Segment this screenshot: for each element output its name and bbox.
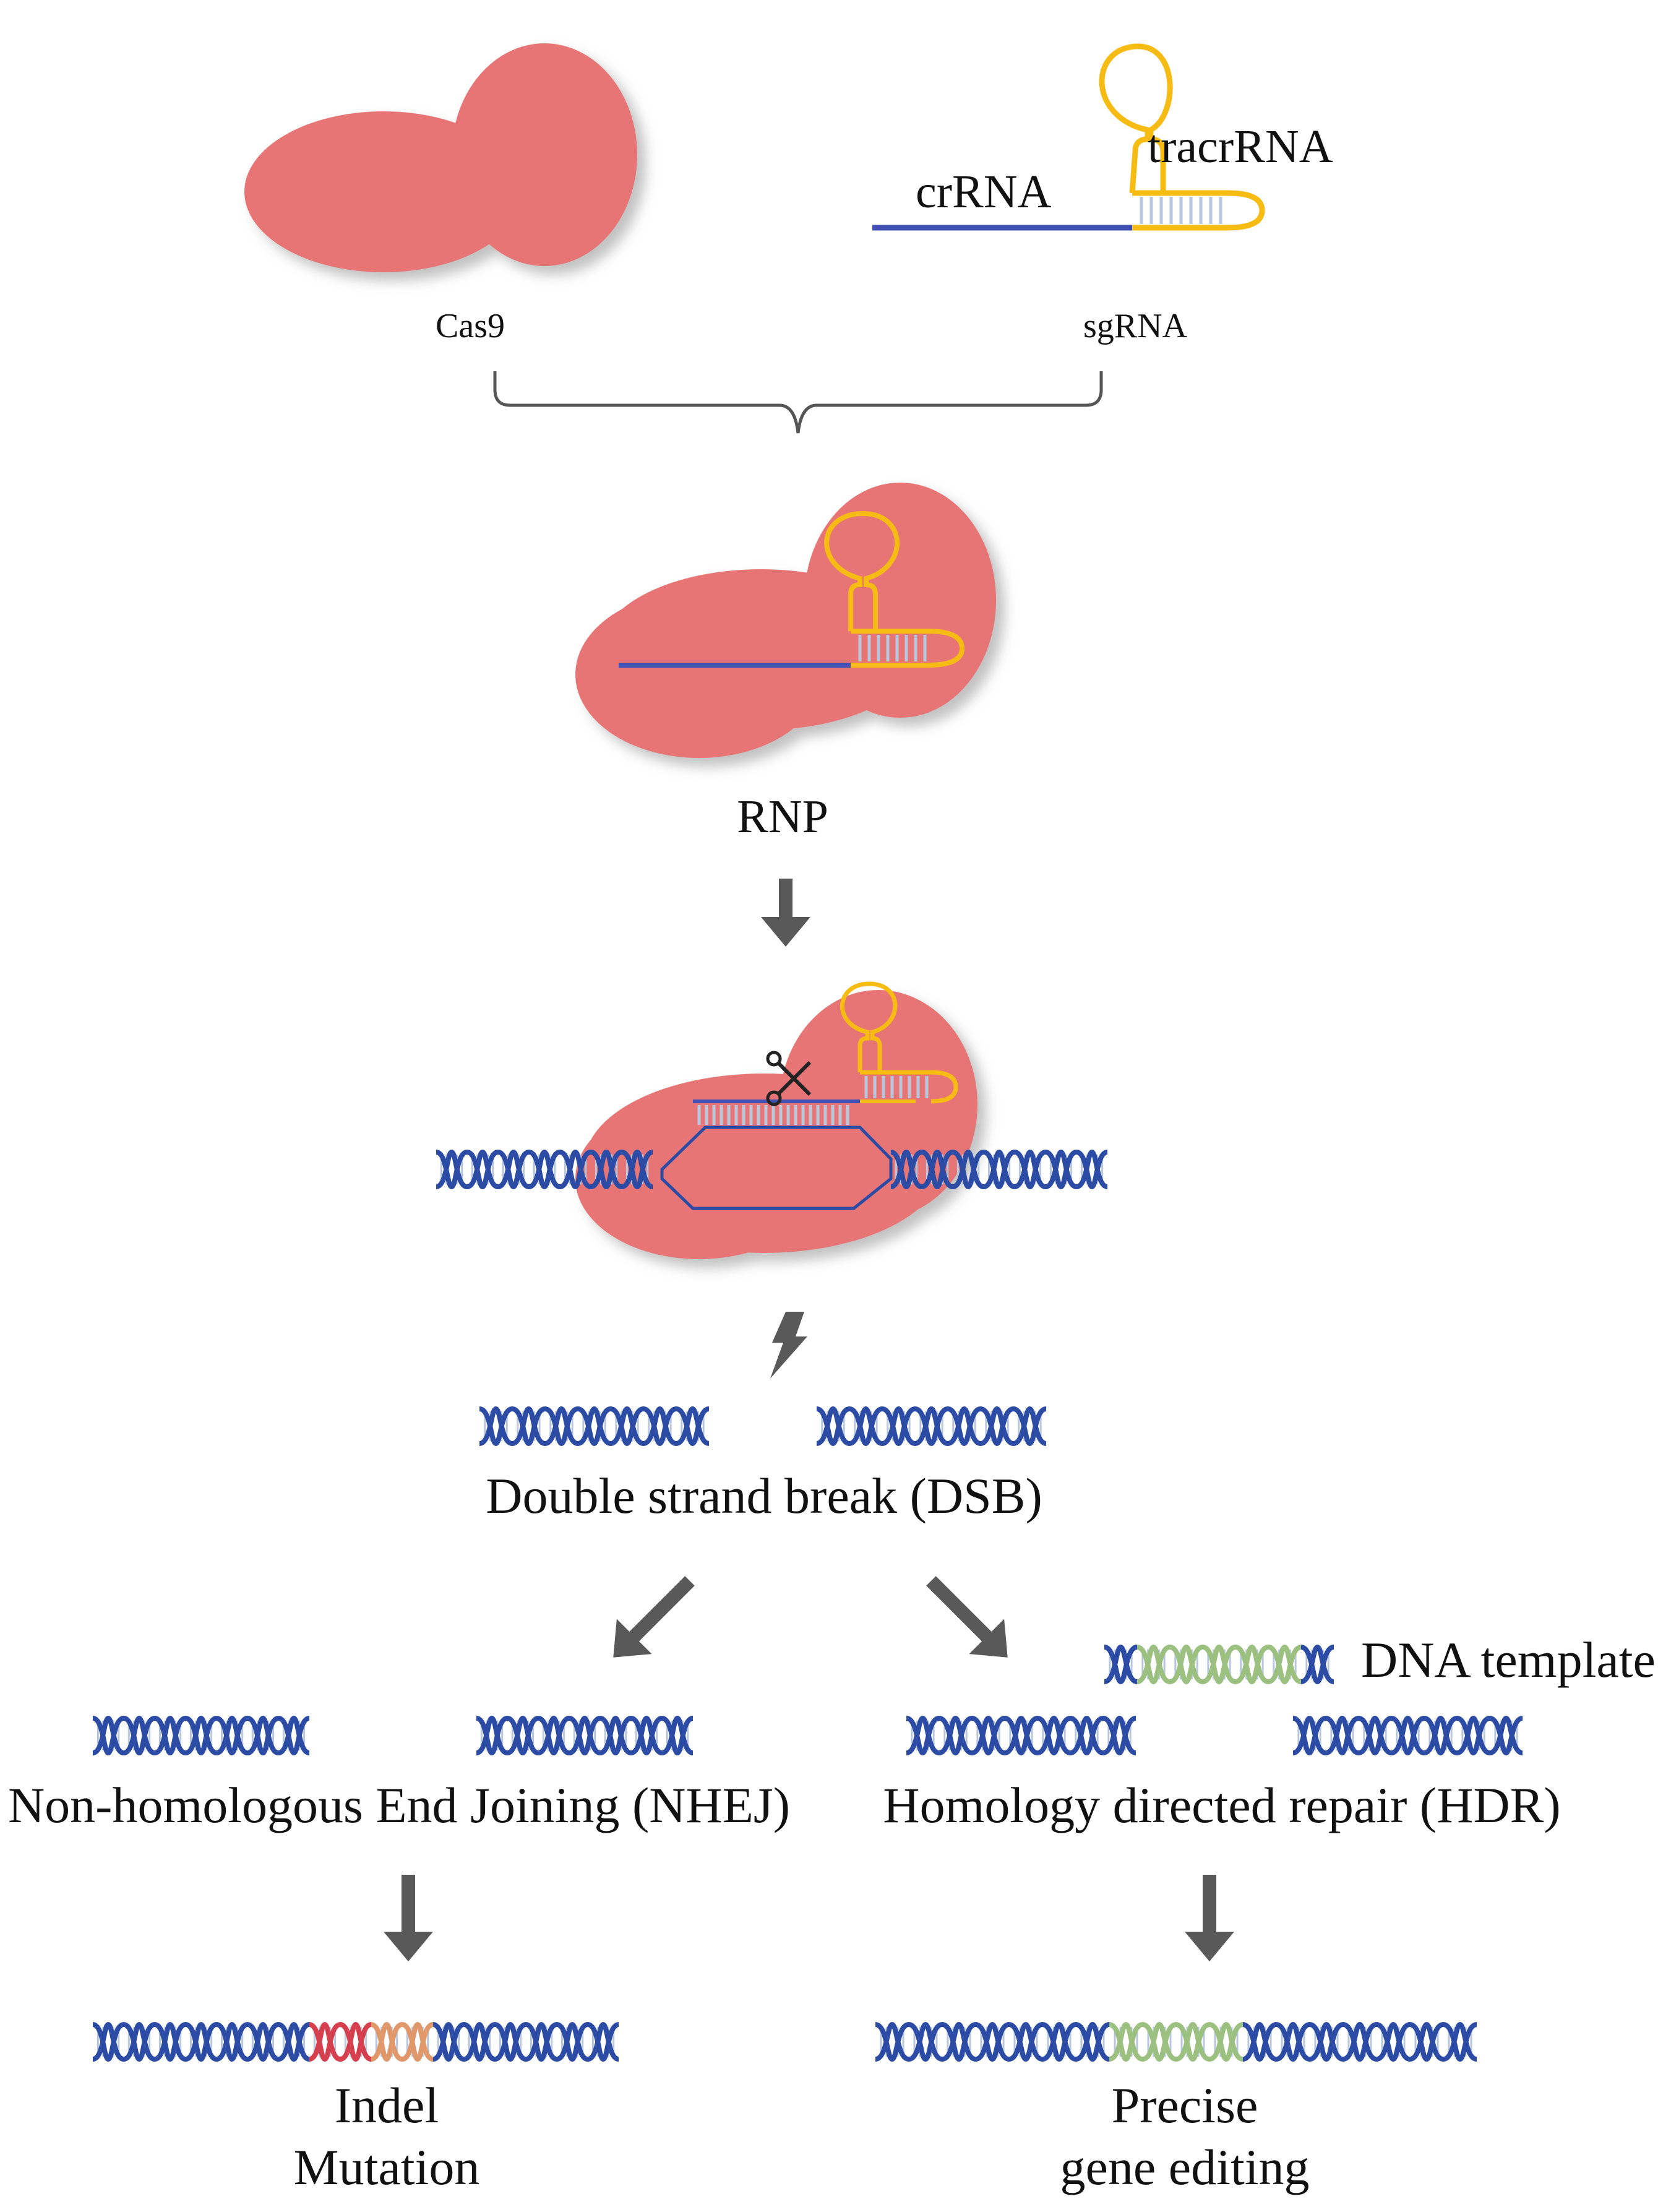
- nhej-dna-right: [475, 1715, 694, 1756]
- arrow-down-icon: [1185, 1875, 1234, 1961]
- arrow-down-icon: [384, 1875, 433, 1961]
- tracrrna-strand: [1099, 43, 1265, 231]
- dna-template-helix: [1103, 1644, 1335, 1685]
- scissors-icon: [766, 1051, 812, 1106]
- arrow-down-left-icon: [613, 1576, 695, 1658]
- precise-label-line2: gene editing: [1060, 2139, 1309, 2195]
- nhej-dna-left: [92, 1715, 311, 1756]
- indel-label-line1: Indel: [335, 2077, 439, 2133]
- indel-label-line2: Mutation: [294, 2139, 480, 2195]
- dna-template-label: DNA template: [1361, 1632, 1656, 1688]
- combine-bracket: [493, 371, 1103, 434]
- rnp-sgrna: [619, 510, 965, 668]
- rnp-protein: [575, 483, 996, 758]
- dna-broken-left: [478, 1406, 710, 1447]
- lightning-bolt-icon: [770, 1312, 807, 1379]
- tracrrna-label: tracrRNA: [1148, 121, 1333, 173]
- hdr-dna-right: [1292, 1715, 1524, 1756]
- arrow-down-right-icon: [926, 1576, 1008, 1658]
- crrna-label: crRNA: [916, 166, 1052, 218]
- indel-dna-helix: [92, 2021, 620, 2062]
- cas9-label: Cas9: [436, 307, 505, 345]
- hdr-label: Homology directed repair (HDR): [883, 1777, 1560, 1833]
- rnp-label: RNP: [737, 791, 828, 843]
- sgrna-molecule: [872, 43, 1265, 231]
- arrow-down-icon: [761, 879, 810, 947]
- rnp-dna-protein: [575, 990, 977, 1259]
- sgrna-label: sgRNA: [1083, 307, 1188, 345]
- precise-label-line1: Precise: [1112, 2077, 1258, 2133]
- nhej-label: Non-homologous End Joining (NHEJ): [8, 1777, 790, 1833]
- dsb-label: Double strand break (DSB): [486, 1468, 1042, 1524]
- dna-bubble: [660, 1100, 916, 1210]
- sgrna-base-pairs: [1140, 197, 1222, 224]
- bound-sgrna-tracr: [840, 981, 958, 1104]
- dna-helix-left: [435, 1149, 654, 1190]
- hdr-dna-left: [905, 1715, 1137, 1756]
- cas9-protein: [244, 43, 637, 272]
- dna-broken-right: [815, 1406, 1047, 1447]
- dna-helix-right: [890, 1149, 1109, 1190]
- precise-dna-helix: [874, 2021, 1478, 2062]
